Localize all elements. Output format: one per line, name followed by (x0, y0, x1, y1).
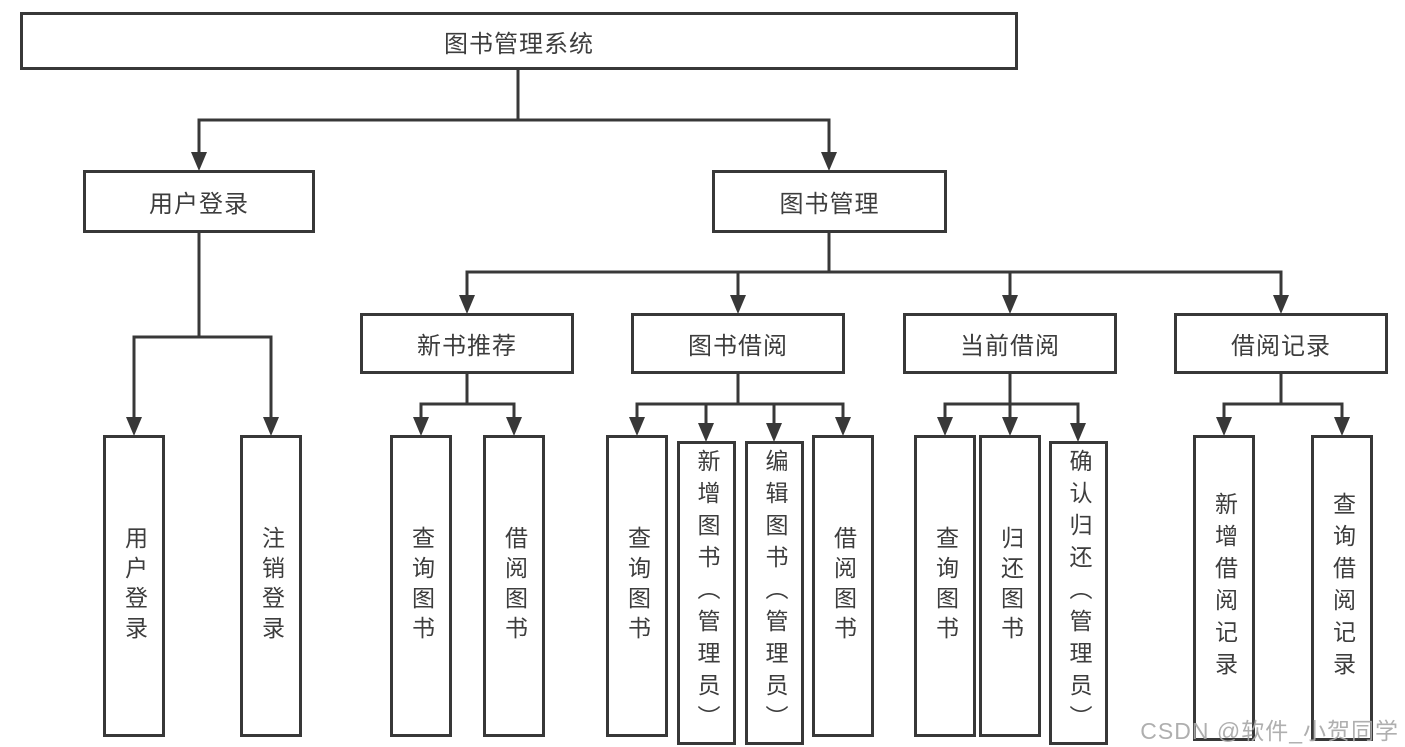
node-label: 新书推荐 (417, 333, 517, 360)
node-label: 新增图书（管理员） (694, 449, 720, 737)
csdn-watermark: CSDN @软件_小贺同学 (1140, 718, 1399, 744)
node-label: 用户登录 (149, 191, 249, 218)
node-label: 借阅图书 (830, 526, 857, 646)
node-label: 查询图书 (624, 526, 651, 646)
node-label: 图书管理系统 (444, 30, 594, 58)
node-leaf-confirm-return-admin: 确认归还（管理员） (1049, 441, 1108, 745)
node-leaf-edit-books-admin: 编辑图书（管理员） (745, 441, 804, 745)
connector-root-to-level2 (191, 68, 837, 171)
node-borrowing-records: 借阅记录 (1174, 313, 1388, 374)
node-leaf-add-borrow-record: 新增借阅记录 (1193, 435, 1255, 741)
node-label: 借阅记录 (1231, 333, 1331, 360)
node-leaf-user-login: 用户登录 (103, 435, 165, 737)
node-label: 当前借阅 (960, 333, 1060, 360)
node-label: 图书借阅 (688, 333, 788, 360)
node-leaf-query-books-borrow: 查询图书 (606, 435, 668, 737)
arrowhead-down-icon (413, 417, 522, 436)
connector-current-borrowing-children (937, 372, 1086, 442)
connector-line (465, 231, 1283, 300)
connector-line (1222, 372, 1344, 422)
node-label: 确认归还（管理员） (1066, 449, 1092, 737)
node-label: 查询图书 (408, 526, 435, 646)
node-label: 借阅图书 (501, 526, 528, 646)
node-current-borrowing: 当前借阅 (903, 313, 1117, 374)
node-leaf-borrow-books-recommend: 借阅图书 (483, 435, 545, 737)
node-label: 查询借阅记录 (1329, 492, 1356, 684)
node-label: 注销登录 (258, 526, 285, 646)
node-label: 查询图书 (932, 526, 959, 646)
node-book-management: 图书管理 (712, 170, 947, 233)
connector-line (132, 231, 273, 422)
node-leaf-query-books-current: 查询图书 (914, 435, 976, 737)
node-leaf-query-borrow-record: 查询借阅记录 (1311, 435, 1373, 741)
connector-borrowing-children (629, 372, 851, 442)
node-label: 用户登录 (121, 526, 148, 646)
node-label: 编辑图书（管理员） (762, 449, 788, 737)
connector-line (197, 68, 831, 157)
connector-line (943, 372, 1080, 428)
connector-line (635, 372, 845, 428)
connector-records-children (1216, 372, 1350, 436)
node-label: 新增借阅记录 (1211, 492, 1238, 684)
connector-book-mgmt-to-modules (459, 231, 1289, 314)
node-leaf-return-books: 归还图书 (979, 435, 1041, 737)
connector-user-login-children (126, 231, 279, 436)
node-leaf-borrow-books: 借阅图书 (812, 435, 874, 737)
node-label: 归还图书 (997, 526, 1024, 646)
node-label: 图书管理 (779, 191, 880, 218)
node-book-borrowing: 图书借阅 (631, 313, 845, 374)
arrowhead-down-icon (126, 417, 279, 436)
connector-new-book-children (413, 372, 522, 436)
node-book-management-system: 图书管理系统 (20, 12, 1018, 70)
arrowhead-down-icon (459, 295, 1289, 314)
node-leaf-add-books-admin: 新增图书（管理员） (677, 441, 736, 745)
arrowhead-down-icon (191, 152, 837, 171)
connector-line (419, 372, 516, 422)
node-leaf-logout: 注销登录 (240, 435, 302, 737)
arrowhead-down-icon (937, 417, 1086, 442)
arrowhead-down-icon (1216, 417, 1350, 436)
node-leaf-query-books-recommend: 查询图书 (390, 435, 452, 737)
node-new-book-recommendation: 新书推荐 (360, 313, 574, 374)
node-user-login: 用户登录 (83, 170, 315, 233)
